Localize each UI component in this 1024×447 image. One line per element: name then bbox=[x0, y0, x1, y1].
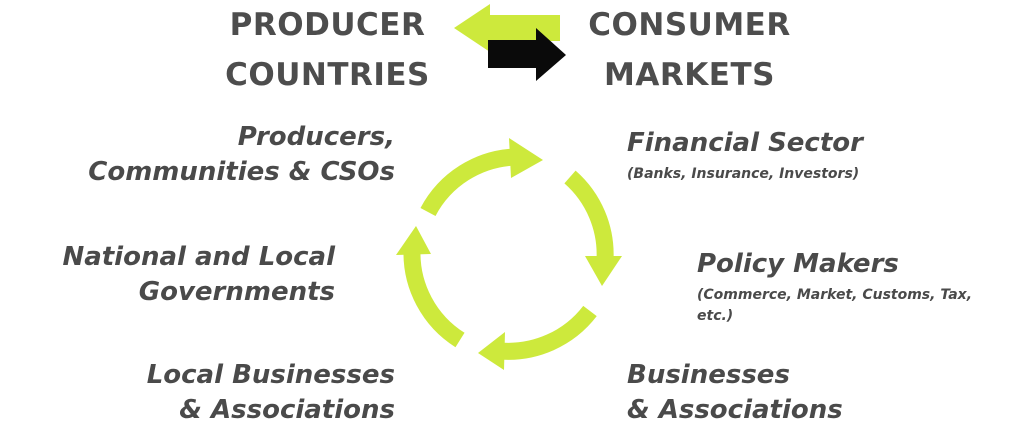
cycle-arc-bottom bbox=[499, 305, 597, 360]
policy-makers-subtitle-line2: etc.) bbox=[697, 308, 734, 324]
financial-sector-subtitle: (Banks, Insurance, Investors) bbox=[627, 166, 860, 182]
producer-heading-line2: COUNTRIES bbox=[225, 57, 430, 93]
businesses-line1: Businesses bbox=[627, 360, 790, 390]
cycle-arc-right bbox=[564, 170, 614, 261]
governments-label: National and Local Governments bbox=[20, 240, 335, 310]
governments-line1: National and Local bbox=[62, 242, 335, 272]
arrow-right-black-icon bbox=[488, 28, 566, 81]
producers-communities-label: Producers, Communities & CSOs bbox=[80, 120, 395, 190]
financial-sector-title: Financial Sector bbox=[627, 128, 863, 158]
cycle-arc-left bbox=[403, 249, 465, 348]
policy-makers-title: Policy Makers bbox=[697, 249, 899, 279]
local-businesses-label: Local Businesses & Associations bbox=[80, 358, 395, 428]
producers-line2: Communities & CSOs bbox=[88, 157, 395, 187]
consumer-heading-line2: MARKETS bbox=[604, 57, 775, 93]
producers-line1: Producers, bbox=[237, 122, 395, 152]
consumer-markets-heading: CONSUMER MARKETS bbox=[577, 0, 802, 100]
local-businesses-line1: Local Businesses bbox=[146, 360, 395, 390]
exchange-arrows-icon bbox=[454, 4, 566, 81]
cycle-arrowhead-left-icon bbox=[396, 226, 431, 255]
cycle-arrows-icon bbox=[396, 138, 622, 370]
cycle-arc-top bbox=[420, 148, 516, 217]
policy-makers-label: Policy Makers (Commerce, Market, Customs… bbox=[697, 247, 1017, 327]
local-businesses-line2: & Associations bbox=[179, 395, 395, 425]
cycle-arrowhead-right-icon bbox=[585, 256, 622, 286]
policy-makers-subtitle-line1: (Commerce, Market, Customs, Tax, bbox=[697, 287, 973, 303]
businesses-associations-label: Businesses & Associations bbox=[627, 358, 957, 428]
businesses-line2: & Associations bbox=[627, 395, 843, 425]
cycle-arrowhead-bottom-icon bbox=[478, 332, 505, 370]
governments-line2: Governments bbox=[138, 277, 335, 307]
cycle-arrowhead-top-icon bbox=[509, 138, 543, 178]
consumer-heading-line1: CONSUMER bbox=[588, 7, 791, 43]
producer-heading-line1: PRODUCER bbox=[229, 7, 426, 43]
financial-sector-label: Financial Sector (Banks, Insurance, Inve… bbox=[627, 126, 987, 185]
producer-countries-heading: PRODUCER COUNTRIES bbox=[215, 0, 440, 100]
